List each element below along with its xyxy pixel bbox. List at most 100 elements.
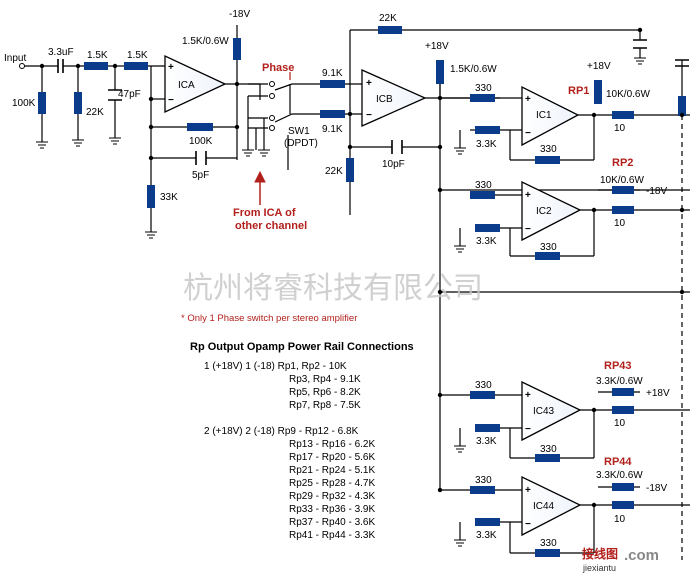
capacitor-icon — [675, 59, 689, 67]
resistor-icon — [470, 191, 495, 199]
phase-label: Phase — [262, 62, 294, 74]
table-title: Rp Output Opamp Power Rail Connections — [190, 341, 414, 353]
resistor-icon — [74, 92, 82, 114]
rp44-rail-label: -18V — [646, 483, 667, 494]
r330-43a-label: 330 — [475, 380, 492, 391]
ica-label: ICA — [178, 80, 195, 91]
cap-47p-label: 47pF — [118, 89, 141, 100]
dpdt-label: (DPDT) — [284, 138, 318, 149]
opamp-ic44-icon — [521, 475, 582, 537]
resistor-icon — [475, 126, 500, 134]
ground-symbols — [36, 57, 646, 547]
r-33k-label: 33K — [160, 192, 178, 203]
table-row: Rp33 - Rp36 - 3.9K — [289, 504, 375, 515]
site-logo-cn: 接线图 — [582, 546, 618, 561]
r33k-2-label: 3.3K — [476, 236, 497, 247]
icb-rail-label: +18V — [425, 41, 449, 52]
ic44-label: IC44 — [533, 501, 555, 512]
r330-1a-label: 330 — [475, 83, 492, 94]
r330-44a-label: 330 — [475, 475, 492, 486]
cap-3u3-label: 3.3uF — [48, 47, 74, 58]
ground-icon — [145, 231, 157, 239]
rp44-val-label: 3.3K/0.6W — [596, 470, 643, 481]
rp1-rail-label: +18V — [587, 61, 611, 72]
capacitors — [57, 39, 689, 165]
resistor-icon — [470, 94, 495, 102]
minus-sign: − — [525, 424, 531, 435]
resistor-icon — [470, 486, 495, 494]
minus-sign: − — [525, 224, 531, 235]
resistor-icon — [346, 158, 354, 182]
icb-label: ICB — [376, 94, 393, 105]
ground-icon — [242, 149, 254, 157]
phase-note: * Only 1 Phase switch per stereo amplifi… — [181, 313, 357, 324]
opamp-ic43-icon — [521, 380, 582, 442]
ground-icon — [454, 445, 466, 453]
site-logo-com: .com — [624, 547, 659, 564]
resistor-icon — [612, 388, 634, 396]
r10-43-label: 10 — [614, 418, 626, 429]
resistor-icon — [475, 424, 500, 432]
resistor-icon — [612, 206, 634, 214]
resistor-icon — [475, 224, 500, 232]
resistor-icon — [535, 454, 560, 462]
arrows — [254, 72, 291, 205]
ic43-label: IC43 — [533, 406, 555, 417]
resistor-icon — [612, 483, 634, 491]
table-row: 1 (+18V) 1 (-18) Rp1, Rp2 - 10K — [204, 361, 347, 372]
resistor-icon — [147, 185, 155, 208]
r-1k5-a-label: 1.5K — [87, 50, 108, 61]
ground-icon — [36, 141, 48, 149]
resistor-icon — [612, 186, 634, 194]
resistor-icon — [535, 252, 560, 260]
from-ica-label-2: other channel — [235, 220, 307, 232]
r10-44-label: 10 — [614, 514, 626, 525]
ground-icon — [109, 137, 121, 145]
minus-sign: − — [525, 519, 531, 530]
rp2-label: RP2 — [612, 157, 633, 169]
minus-sign: − — [168, 95, 174, 106]
resistor-icon — [233, 38, 241, 60]
resistor-icon — [436, 60, 444, 84]
table-row: Rp13 - Rp16 - 6.2K — [289, 439, 375, 450]
rp2-rail-label: -18V — [646, 186, 667, 197]
sw1-label: SW1 — [288, 126, 310, 137]
capacitor-icon — [108, 89, 122, 101]
site-url: jiexiantu — [582, 563, 616, 573]
r330-44b-label: 330 — [540, 538, 557, 549]
r-fb-100k-label: 100K — [189, 136, 213, 147]
rp2-val-label: 10K/0.6W — [600, 175, 644, 186]
plus-sign: + — [525, 190, 531, 201]
r-22k-left-label: 22K — [86, 107, 104, 118]
r330-2a-label: 330 — [475, 180, 492, 191]
opamp-pin-signs: + − + − + − + − + − + − — [168, 62, 531, 530]
plus-sign: + — [525, 485, 531, 496]
ground-icon — [634, 57, 646, 65]
opamp-ic2-icon — [521, 180, 582, 242]
capacitor-icon — [633, 39, 647, 49]
resistor-icon — [535, 156, 560, 164]
rp43-val-label: 3.3K/0.6W — [596, 376, 643, 387]
table-row: Rp41 - Rp44 - 3.3K — [289, 530, 375, 541]
minus-sign: − — [366, 110, 372, 121]
plus-sign: + — [168, 62, 174, 73]
r330-43b-label: 330 — [540, 444, 557, 455]
cap-5p-label: 5pF — [192, 170, 209, 181]
opamp-icb-icon — [361, 68, 427, 128]
resistor-icon — [475, 518, 500, 526]
r10-2-label: 10 — [614, 218, 626, 229]
table-row: Rp37 - Rp40 - 3.6K — [289, 517, 375, 528]
r330-2b-label: 330 — [540, 242, 557, 253]
arrow-head-icon — [254, 170, 266, 183]
table-row: Rp17 - Rp20 - 5.6K — [289, 452, 375, 463]
r-9k1-a-label: 9.1K — [322, 68, 343, 79]
r-9k1-b-label: 9.1K — [322, 124, 343, 135]
table-row: Rp5, Rp6 - 8.2K — [289, 387, 361, 398]
rp1-val-label: 10K/0.6W — [606, 89, 650, 100]
table-row: Rp3, Rp4 - 9.1K — [289, 374, 361, 385]
capacitor-icon — [195, 151, 207, 165]
rp1-label: RP1 — [568, 85, 589, 97]
resistors — [38, 26, 686, 557]
r-1k5-b-label: 1.5K — [127, 50, 148, 61]
